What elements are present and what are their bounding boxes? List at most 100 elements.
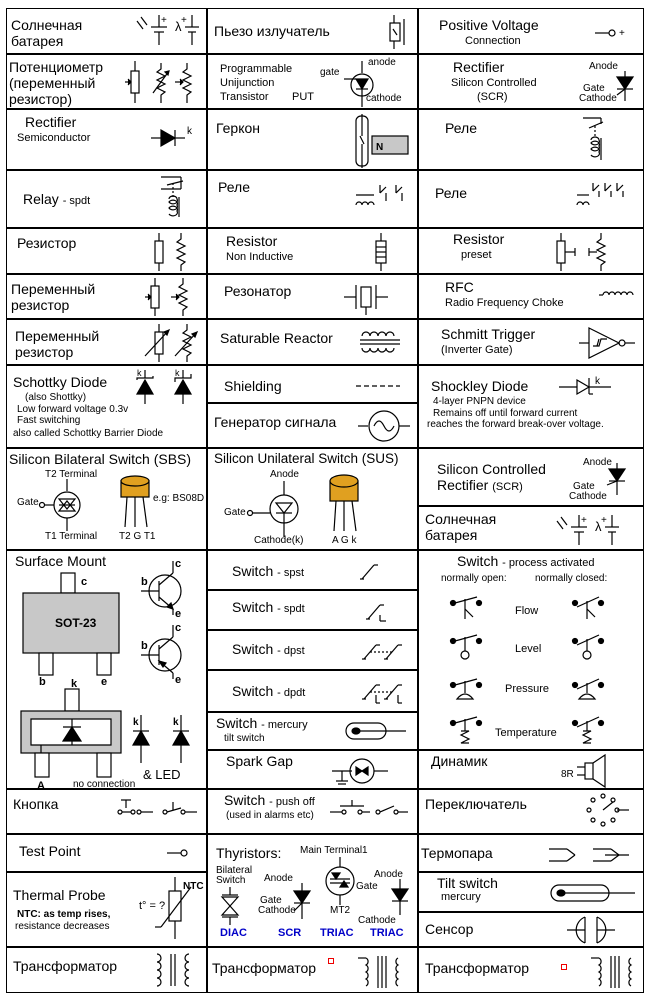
transformer-label: Трансформатор	[212, 960, 317, 976]
test-point-icon	[167, 849, 188, 857]
sus-pins: A G k	[332, 535, 357, 546]
svg-text:e: e	[175, 674, 181, 686]
relay-icon	[583, 117, 604, 160]
cell-rfc: RFC Radio Frequency Choke	[418, 274, 644, 319]
sbs-symbol-icon	[38, 479, 81, 531]
sus-gate: Gate	[224, 507, 246, 518]
cell-signal-generator: Генератор сигнала	[207, 403, 418, 448]
cell-push-button: Кнопка	[6, 789, 207, 834]
switch-dpdt-label: Switch - dpdt	[232, 683, 306, 699]
temperature-label: Temperature	[495, 727, 557, 739]
switch-spdt-icon	[366, 604, 386, 622]
scr-anode: Anode	[264, 873, 293, 884]
positive-voltage-label: Positive Voltage	[439, 17, 539, 33]
cell-schottky: Schottky Diode (also Shottky) Low forwar…	[6, 365, 207, 448]
sus-cathode: Cathode(k)	[254, 535, 304, 546]
cell-schmitt-trigger: Schmitt Trigger (Inverter Gate)	[418, 319, 644, 365]
speaker-label: Динамик	[431, 753, 488, 769]
svg-text:k: k	[173, 717, 179, 728]
switch-spst-icon	[360, 564, 378, 580]
cell-potentiometer: Потенциометр (переменный резистор)	[6, 54, 207, 109]
pressure-switch-no-icon	[449, 678, 483, 700]
level-label: Level	[515, 643, 542, 655]
svg-text:8R: 8R	[561, 769, 574, 780]
put-cathode: cathode	[366, 93, 402, 104]
svg-text:k: k	[187, 126, 193, 137]
cell-resonator: Резонатор	[207, 274, 418, 319]
piezo-icon	[389, 15, 405, 49]
signal-gen-label: Генератор сигнала	[214, 414, 337, 430]
cell-variable-resistor-1: Переменный резистор	[6, 274, 207, 319]
var-resistor-label: Переменный резистор	[15, 328, 100, 360]
svg-text:NTC: NTC	[183, 881, 204, 892]
cell-sbs: Silicon Bilateral Switch (SBS) T2 Termin…	[6, 448, 207, 550]
push-button-label: Кнопка	[13, 796, 59, 812]
svg-text:b: b	[141, 576, 148, 588]
cell-relay-ru-1: Реле	[418, 109, 644, 170]
cell-rectifier-semiconductor: Rectifier Semiconductor k	[6, 109, 207, 170]
spark-gap-label: Spark Gap	[226, 753, 293, 769]
put-gate: gate	[320, 67, 340, 78]
rfc-sub: Radio Frequency Choke	[445, 297, 564, 309]
svg-text:+: +	[581, 515, 587, 526]
cell-transformer: Трансформатор	[6, 947, 207, 993]
switch-spst-label: Switch - spst	[232, 563, 305, 579]
switch-mercury-label: Switch - mercury	[216, 715, 308, 731]
switch-process-label: Switch - process activated	[457, 553, 595, 569]
svg-text:e: e	[175, 608, 181, 620]
put-icon	[344, 61, 374, 107]
svg-text:SOT-23: SOT-23	[55, 616, 97, 630]
svg-text:t° = ?: t° = ?	[139, 900, 165, 912]
schottky-diode-icon: k k	[135, 368, 193, 404]
put-line2: Unijunction	[220, 77, 275, 89]
scr2-label: Silicon Controlled	[437, 461, 546, 477]
schmitt-label: Schmitt Trigger	[441, 326, 536, 342]
solar-battery-label: Солнечная батарея	[425, 511, 497, 543]
schmitt-trigger-icon	[579, 327, 635, 359]
scr-rectifier-sub1: Silicon Controlled	[451, 77, 537, 89]
triac-gate: Gate	[356, 881, 378, 892]
sbs-pins: T2 G T1	[119, 531, 156, 542]
schmitt-sub: (Inverter Gate)	[441, 344, 513, 356]
cell-transformer-2: Трансформатор	[207, 947, 418, 993]
push-off-switch-icon	[330, 800, 408, 815]
rfc-label: RFC	[445, 279, 474, 295]
reed-label: Геркон	[216, 120, 261, 136]
to92-package-icon	[329, 474, 359, 532]
red-marker-icon	[328, 958, 334, 964]
rotary-switch-icon	[586, 793, 629, 827]
thyristors-label: Thyristors:	[216, 845, 282, 861]
triac-label-1: TRIAC	[320, 927, 354, 939]
transformer-icon	[156, 953, 190, 987]
svg-text:b: b	[39, 676, 46, 688]
shielding-label: Shielding	[224, 378, 282, 394]
svg-text:+: +	[161, 15, 167, 26]
triac-icon	[390, 879, 410, 915]
relay-icon	[355, 185, 403, 206]
svg-text:e: e	[101, 676, 107, 688]
triac-anode: Anode	[374, 869, 403, 880]
cell-sus: Silicon Unilateral Switch (SUS) Anode Ga…	[207, 448, 418, 550]
test-point-label: Test Point	[19, 843, 81, 859]
resistor-preset-sub: preset	[461, 249, 492, 261]
cell-relay-ru-2: Реле	[418, 170, 644, 228]
svg-text:A: A	[37, 780, 45, 789]
switch-spdt-label: Switch - spdt	[232, 599, 305, 615]
ntc-desc-1: NTC: as temp rises,	[17, 909, 111, 920]
cell-shielding: Shielding	[207, 365, 418, 403]
resistor-ni-label: Resistor	[226, 233, 278, 249]
shockley-line1: 4-layer PNPN device	[433, 396, 526, 407]
scr-rectifier-sub2: (SCR)	[477, 91, 508, 103]
sus-symbol-icon	[246, 481, 299, 537]
relay-ru-label: Реле	[445, 120, 477, 136]
tilt-switch-sub: mercury	[441, 891, 481, 903]
normally-open-label: normally open:	[441, 573, 507, 584]
resistor-ni-sub: Non Inductive	[226, 251, 294, 263]
sensor-icon	[567, 916, 615, 944]
piezo-label: Пьезо излучатель	[214, 23, 330, 39]
cell-scr-2: Silicon Controlled Rectifier (SCR) Anode…	[418, 448, 644, 506]
switch-dpst-icon	[362, 644, 402, 660]
scr-label: SCR	[278, 927, 302, 939]
temperature-switch-nc-icon	[571, 716, 605, 744]
scr-icon	[615, 71, 635, 101]
